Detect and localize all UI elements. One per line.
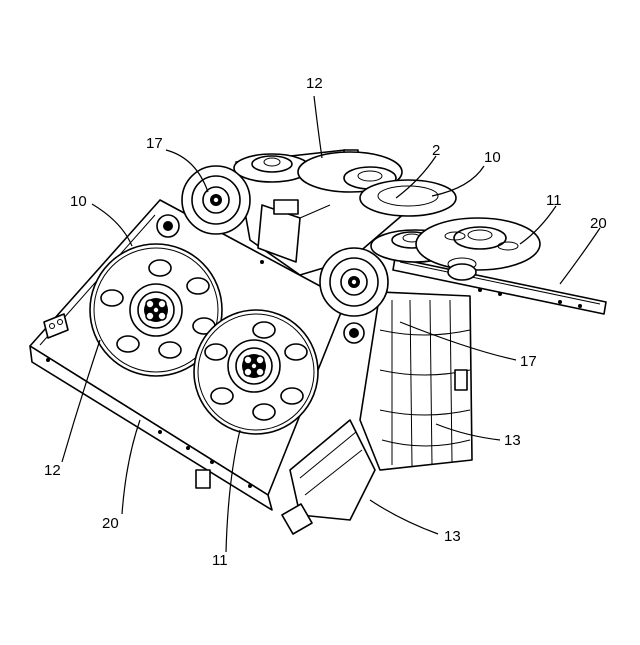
label-10-left: 10 [70, 193, 87, 210]
leader-20-left [122, 420, 140, 514]
small-roller-right [448, 264, 476, 280]
label-13-upper: 13 [504, 432, 521, 449]
label-17-right: 17 [520, 353, 537, 370]
rear-reel-right [416, 218, 540, 270]
small-roller-center [344, 323, 364, 343]
leader-13-lower [370, 500, 438, 534]
front-reel-right [194, 310, 318, 434]
label-17-left: 17 [146, 135, 163, 152]
label-20-left: 20 [102, 515, 119, 532]
label-11-bottom: 11 [212, 552, 228, 569]
label-10-right: 10 [484, 149, 501, 166]
pulley-17-left [182, 166, 250, 234]
label-12-top: 12 [306, 75, 323, 92]
label-13-lower: 13 [444, 528, 461, 545]
leader-20-right [560, 228, 600, 284]
motor-housing [360, 292, 472, 470]
label-20-right: 20 [590, 215, 607, 232]
rear-reel-right-upper [360, 180, 456, 216]
label-12-left: 12 [44, 462, 61, 479]
leader-12-top [314, 96, 322, 158]
pulley-17-right [320, 248, 388, 316]
small-roller-left [157, 215, 179, 237]
label-11-right: 11 [546, 192, 562, 209]
label-2: 2 [432, 142, 440, 159]
